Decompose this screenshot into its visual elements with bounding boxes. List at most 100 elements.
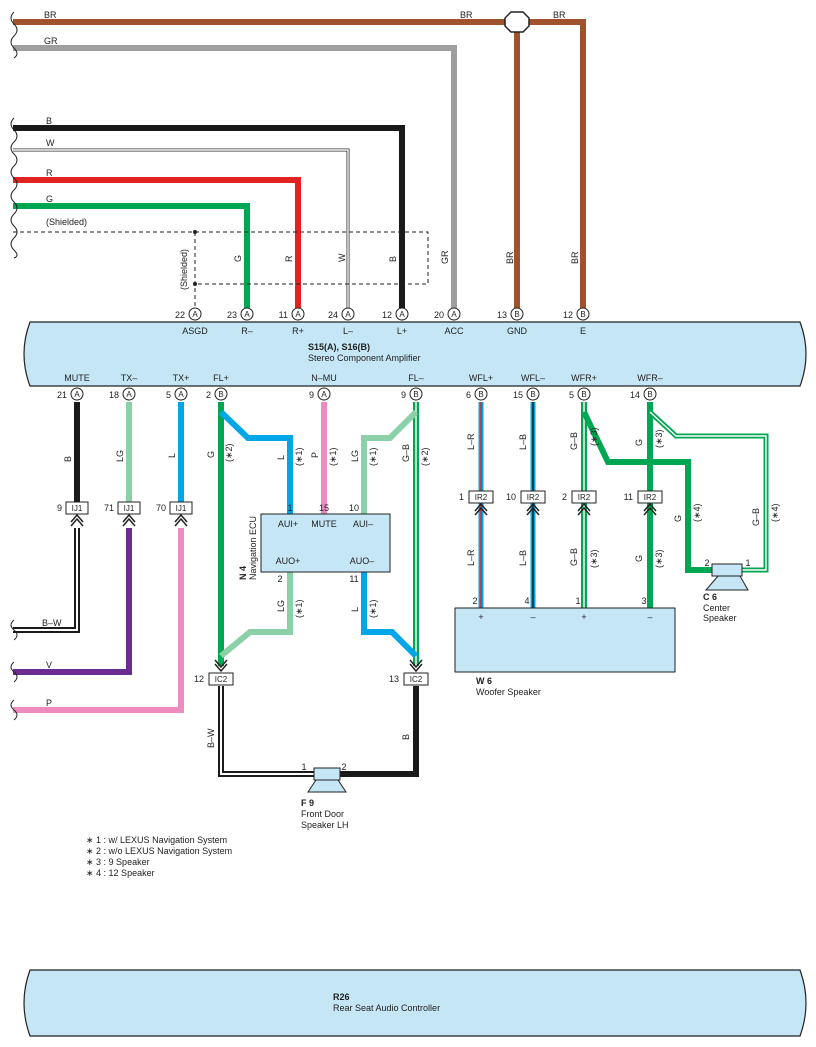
wire-r	[13, 177, 301, 308]
svg-text:B: B	[580, 310, 585, 319]
wire-ic2-bw	[218, 686, 314, 777]
label-bw: B–W	[42, 618, 62, 628]
label-gr-left: GR	[44, 36, 58, 46]
amp-pin-name: TX+	[173, 373, 190, 383]
svg-text:9: 9	[57, 503, 62, 513]
footnote: ∗ 4 : 12 Speaker	[86, 868, 155, 878]
center-pin: 2	[704, 558, 709, 568]
svg-text:1: 1	[459, 492, 464, 502]
label-shielded-vertical: (Shielded)	[179, 249, 189, 290]
marker-wfr-plus: (∗3)	[589, 427, 599, 446]
wire-v	[13, 528, 132, 675]
label-aui-plus-l: L	[276, 455, 286, 460]
svg-text:IR2: IR2	[475, 493, 488, 502]
wire-p-ij1	[13, 528, 184, 713]
center-speaker-icon	[704, 563, 749, 591]
marker-fl-minus: (∗2)	[420, 447, 430, 466]
wire-fl-minus-lg-nav	[361, 409, 419, 514]
amp-bottom-pin: B 6	[466, 387, 488, 401]
label-woofer-gb: G–B	[569, 548, 579, 566]
wire-bw-ij1-inner	[13, 528, 78, 631]
svg-text:11: 11	[279, 310, 288, 320]
nav-pin-name: MUTE	[311, 519, 337, 529]
amp-bottom-pin: B 5	[569, 387, 591, 401]
amp-bottom-pin: A 21	[57, 387, 84, 401]
wire-ic2-b	[340, 686, 419, 777]
svg-text:IC2: IC2	[410, 675, 423, 684]
woofer-sign: +	[478, 612, 483, 622]
footnotes: ∗ 1 : w/ LEXUS Navigation System ∗ 2 : w…	[86, 835, 232, 879]
svg-text:71: 71	[104, 503, 114, 513]
label-center-gb: G–B	[751, 508, 761, 526]
svg-text:IJ1: IJ1	[176, 504, 187, 513]
label-r-vertical: R	[284, 255, 294, 262]
svg-text:2: 2	[562, 492, 567, 502]
svg-text:23: 23	[227, 310, 237, 320]
svg-text:GND: GND	[507, 326, 528, 336]
svg-text:70: 70	[156, 503, 166, 513]
wire-auo-minus-l	[361, 572, 419, 659]
svg-text:A: A	[192, 310, 198, 319]
svg-text:B: B	[647, 390, 652, 399]
svg-text:IR2: IR2	[578, 493, 591, 502]
rear-controller-name: Rear Seat Audio Controller	[333, 1003, 440, 1013]
svg-text:A: A	[345, 310, 351, 319]
svg-text:B: B	[514, 310, 519, 319]
svg-text:IJ1: IJ1	[72, 504, 83, 513]
label-br-gnd-vertical: BR	[505, 251, 515, 264]
label-g-vertical: G	[233, 255, 243, 262]
amp-pin-name: WFL+	[469, 373, 493, 383]
wire-center-gb-stripe	[649, 411, 767, 571]
svg-text:5: 5	[569, 390, 574, 400]
footnote: ∗ 1 : w/ LEXUS Navigation System	[86, 835, 228, 845]
marker-woofer-g: (∗3)	[654, 549, 664, 568]
label-p: P	[46, 698, 52, 708]
amplifier-name: Stereo Component Amplifier	[308, 353, 421, 363]
svg-text:IR2: IR2	[527, 493, 540, 502]
nav-pin-name: AUI+	[278, 519, 298, 529]
shield-dot-bottom	[193, 282, 197, 286]
wire-auo-plus-lg	[219, 572, 293, 659]
amp-pin-name: MUTE	[64, 373, 90, 383]
label-fl-plus-g: G	[206, 451, 216, 458]
wire-center-g	[581, 410, 712, 573]
label-wfr-minus-g: G	[634, 439, 644, 446]
svg-text:20: 20	[434, 310, 444, 320]
label-w-vertical: W	[337, 253, 347, 262]
marker-wfr-minus: (∗3)	[654, 429, 664, 448]
label-br-right: BR	[553, 10, 566, 20]
svg-text:A: A	[244, 310, 250, 319]
rear-controller-id: R26	[333, 992, 350, 1002]
label-br-mid: BR	[460, 10, 473, 20]
svg-text:E: E	[580, 326, 586, 336]
footnote: ∗ 2 : w/o LEXUS Navigation System	[86, 846, 233, 856]
label-br-e-vertical: BR	[570, 251, 580, 264]
marker-aui-plus: (∗1)	[294, 447, 304, 466]
ic2-connector: IC2 12	[194, 659, 234, 686]
svg-text:IR2: IR2	[644, 493, 657, 502]
svg-text:B: B	[413, 390, 418, 399]
svg-text:B: B	[530, 390, 535, 399]
label-g-left: G	[46, 194, 53, 204]
center-id: C 6	[703, 592, 717, 602]
svg-text:5: 5	[166, 390, 171, 400]
label-r-left: R	[46, 168, 53, 178]
amp-bottom-pin: B 14	[630, 387, 657, 401]
amp-pin-name: WFR–	[637, 373, 663, 383]
svg-text:IC2: IC2	[215, 675, 228, 684]
ic2-connector: IC2 13	[389, 659, 429, 686]
ir2-connector: IR2 10	[506, 490, 546, 516]
label-wfl-minus-lb: L–B	[518, 434, 528, 450]
nav-ecu-id: N 4	[238, 566, 248, 580]
amp-pin-name: FL+	[213, 373, 229, 383]
nav-ecu-name: Navigation ECU	[248, 516, 258, 580]
svg-text:14: 14	[630, 390, 640, 400]
svg-text:A: A	[178, 390, 184, 399]
amp-top-pin: A 12 L+	[382, 307, 409, 336]
front-door-name-2: Speaker LH	[301, 820, 349, 830]
label-ic2-bw: B–W	[206, 728, 216, 748]
label-aui-minus-lg: LG	[350, 450, 360, 462]
label-fl-minus-gb: G–B	[401, 444, 411, 462]
amp-pin-name: FL–	[408, 373, 424, 383]
svg-text:L+: L+	[397, 326, 407, 336]
